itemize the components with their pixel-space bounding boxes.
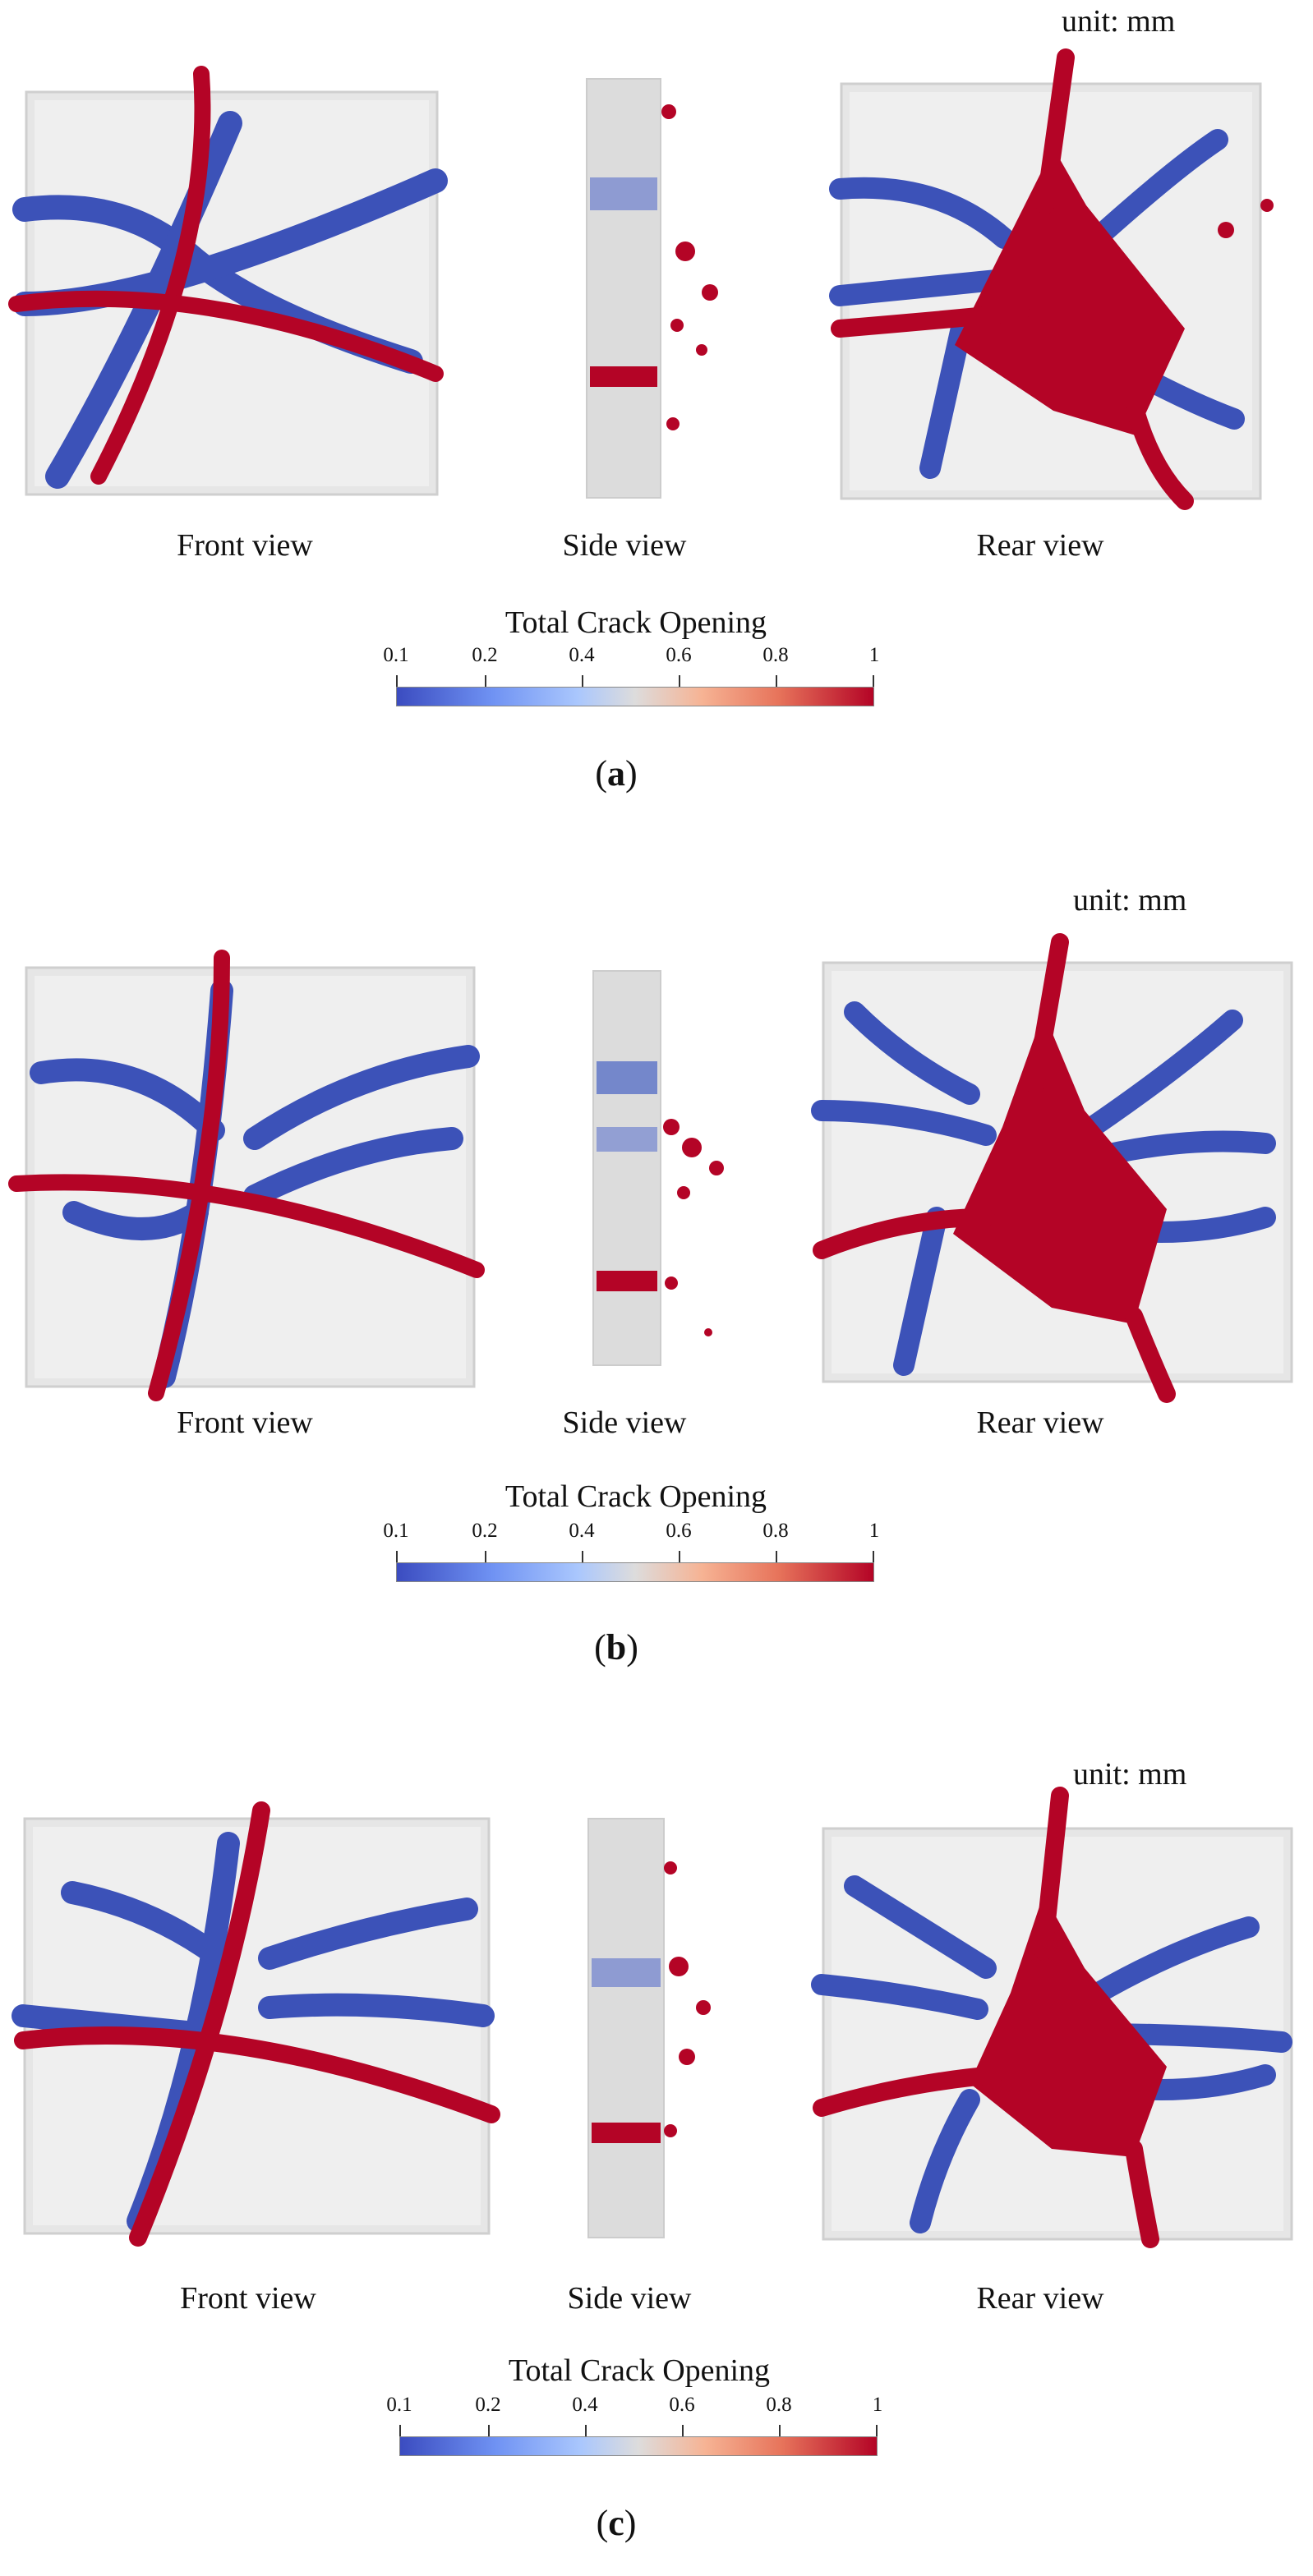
colorbar-mark: [876, 2425, 878, 2436]
colorbar-title: Total Crack Opening: [508, 2353, 771, 2388]
front-view-render: [8, 950, 485, 1401]
colorbar-mark: [779, 2425, 781, 2436]
front-view-label: Front view: [177, 1405, 313, 1440]
colorbar-tick: 0.4: [569, 1520, 595, 1542]
colorbar-title: Total Crack Opening: [504, 1479, 767, 1514]
colorbar-mark: [682, 2425, 684, 2436]
colorbar-mark: [873, 1551, 874, 1562]
colorbar-mark: [873, 675, 874, 687]
colorbar-tick: 1: [868, 1520, 880, 1542]
colorbar-mark: [582, 1551, 583, 1562]
unit-label: unit: mm: [1073, 1757, 1187, 1792]
rear-view-label: Rear view: [976, 2281, 1104, 2316]
colorbar-tick: 0.1: [383, 644, 409, 666]
rear-view-label: Rear view: [976, 528, 1104, 563]
colorbar-mark: [485, 1551, 486, 1562]
panel-caption-letter: a: [607, 753, 625, 794]
colorbar-mark: [485, 675, 486, 687]
colorbar-tick: 0.4: [572, 2394, 598, 2416]
panel-c: unit: mm Front view: [0, 1751, 1313, 2573]
panel-caption: (b): [594, 1627, 638, 1668]
side-view-label: Side view: [562, 1405, 687, 1440]
colorbar: [399, 2436, 878, 2456]
panel-caption: (a): [595, 753, 638, 794]
colorbar-mark: [488, 2425, 490, 2436]
colorbar-tick: 0.2: [475, 2394, 501, 2416]
colorbar-tick: 0.1: [383, 1520, 409, 1542]
colorbar-tick: 0.8: [762, 644, 789, 666]
colorbar-mark: [399, 2425, 401, 2436]
colorbar-mark: [679, 675, 680, 687]
colorbar-tick: 0.6: [666, 644, 692, 666]
panel-caption-letter: b: [606, 1627, 627, 1668]
rear-view-label: Rear view: [976, 1405, 1104, 1440]
front-view-render: [8, 66, 448, 501]
colorbar-tick: 0.2: [472, 1520, 498, 1542]
side-view-label: Side view: [567, 2281, 692, 2316]
panel-caption: (c): [596, 2503, 637, 2543]
colorbar-tick: 0.6: [666, 1520, 692, 1542]
colorbar-tick: 1: [868, 644, 880, 666]
colorbar-mark: [776, 675, 777, 687]
front-view-label: Front view: [180, 2281, 316, 2316]
panel-b: unit: mm Front view: [0, 876, 1313, 1697]
colorbar-mark: [582, 675, 583, 687]
unit-label: unit: mm: [1073, 883, 1187, 918]
side-view-render: [586, 78, 743, 506]
side-view-label: Side view: [562, 528, 687, 563]
colorbar-tick: 0.1: [386, 2394, 412, 2416]
colorbar-mark: [679, 1551, 680, 1562]
colorbar: [396, 1562, 874, 1582]
colorbar-tick: 1: [872, 2394, 883, 2416]
rear-view-render: [811, 933, 1298, 1403]
front-view-label: Front view: [177, 528, 313, 563]
rear-view-render: [811, 1787, 1298, 2248]
colorbar-tick: 0.8: [766, 2394, 792, 2416]
colorbar-mark: [396, 675, 398, 687]
side-view-render: [592, 970, 749, 1398]
colorbar-mark: [585, 2425, 587, 2436]
front-view-render: [12, 1801, 500, 2247]
colorbar-mark: [776, 1551, 777, 1562]
colorbar-tick: 0.2: [472, 644, 498, 666]
colorbar-tick: 0.4: [569, 644, 595, 666]
unit-label: unit: mm: [1062, 4, 1176, 39]
panel-a: unit: mm Front view: [0, 0, 1313, 821]
colorbar: [396, 687, 874, 706]
panel-caption-letter: c: [608, 2503, 624, 2543]
colorbar-title: Total Crack Opening: [504, 605, 767, 640]
colorbar-tick: 0.6: [669, 2394, 695, 2416]
rear-view-render: [829, 48, 1283, 510]
colorbar-tick: 0.8: [762, 1520, 789, 1542]
colorbar-mark: [396, 1551, 398, 1562]
side-view-render: [587, 1818, 744, 2246]
